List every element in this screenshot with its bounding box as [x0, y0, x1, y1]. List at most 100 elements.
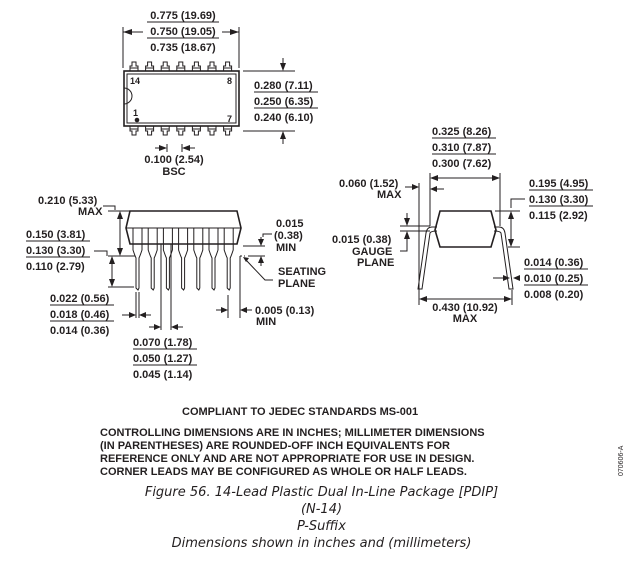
- pin-label-7: 7: [227, 114, 232, 124]
- top-width-max: 0.280 (7.11): [254, 80, 313, 92]
- arrow-head: [154, 324, 161, 330]
- arrow-head: [492, 175, 500, 181]
- note-line-3: REFERENCE ONLY AND ARE NOT APPROPRIATE F…: [100, 453, 475, 465]
- arrow-head: [230, 29, 239, 35]
- lead-width-max: 0.022 (0.56): [50, 293, 110, 305]
- lead-thickness-min: 0.008 (0.20): [524, 289, 584, 301]
- arrow-head: [243, 257, 249, 262]
- side-lead: [132, 228, 143, 291]
- pin-label-14: 14: [130, 76, 140, 86]
- plane-label: PLANE: [278, 278, 315, 290]
- top-pin-upper: [207, 61, 217, 71]
- end-lead-left: [417, 226, 438, 290]
- gauge-plane-label: PLANE: [357, 257, 394, 269]
- standoff-min: MIN: [276, 242, 296, 254]
- top-width-nom: 0.250 (6.35): [254, 96, 314, 108]
- top-pin-lower: [176, 126, 186, 136]
- arrow-head: [513, 275, 520, 281]
- row-spacing-max: 0.325 (8.26): [432, 126, 492, 138]
- top-pin-lower: [160, 126, 170, 136]
- top-pin-upper: [191, 61, 201, 71]
- lead-length-min: 0.110 (2.79): [26, 261, 85, 273]
- top-pin-lower: [191, 126, 201, 136]
- gauge-value: 0.015 (0.38): [332, 234, 392, 246]
- top-pin-upper: [176, 61, 186, 71]
- top-pin-upper: [145, 61, 155, 71]
- lead-width-min: 0.014 (0.36): [50, 325, 110, 337]
- drawing-code: 070606-A: [618, 445, 625, 476]
- end-view: 0.325 (8.26) 0.310 (7.87) 0.300 (7.62) 0…: [332, 126, 593, 325]
- shoulder-width-max: 0.070 (1.78): [133, 337, 193, 349]
- leader-line: [94, 250, 108, 256]
- side-lead: [178, 228, 189, 291]
- pin-label-8: 8: [227, 76, 232, 86]
- arrow-head: [404, 218, 410, 226]
- top-pins-upper: [129, 61, 233, 71]
- top-pin-upper: [129, 61, 139, 71]
- arrow-head: [280, 131, 286, 139]
- note-line-4: CORNER LEADS MAY BE CONFIGURED AS WHOLE …: [100, 466, 467, 478]
- body-height-nom: 0.130 (3.30): [529, 194, 589, 206]
- arrow-head: [109, 256, 115, 264]
- body-height-min: 0.115 (2.92): [529, 210, 588, 222]
- standoff-value: 0.015: [276, 218, 304, 230]
- side-lead: [193, 228, 204, 291]
- arrow-head: [221, 307, 228, 313]
- figure-caption-title: Figure 56. 14-Lead Plastic Dual In-Line …: [144, 485, 499, 500]
- lead-length-max: 0.150 (3.81): [26, 229, 86, 241]
- top-body-outline: [123, 70, 240, 127]
- figure-caption-code: (N-14): [300, 502, 343, 517]
- top-pin-upper: [223, 61, 233, 71]
- top-pin-lower: [129, 126, 139, 136]
- pitch-bsc: BSC: [162, 166, 185, 178]
- note-line-1: CONTROLLING DIMENSIONS ARE IN INCHES; MI…: [100, 427, 485, 439]
- top-length-nom: 0.750 (19.05): [150, 26, 216, 38]
- end-body: [434, 210, 497, 248]
- arrow-head: [109, 279, 115, 287]
- leader-line: [245, 259, 273, 281]
- arrow-head: [504, 296, 512, 302]
- arrow-head: [508, 211, 514, 219]
- arrow-head: [430, 175, 438, 181]
- arrow-head: [117, 211, 123, 219]
- leader-line: [510, 198, 525, 208]
- top-length-max: 0.775 (19.69): [150, 10, 216, 22]
- end-lead-right: [493, 226, 514, 290]
- top-pin-lower: [207, 126, 217, 136]
- note-line-2: (IN PARENTHESES) ARE ROUNDED-OFF INCH EQ…: [100, 440, 450, 452]
- lead-thickness-nom: 0.010 (0.25): [524, 273, 584, 285]
- shoulder-width-nom: 0.050 (1.27): [133, 353, 193, 365]
- side-height-value: 0.210 (5.33): [38, 195, 98, 207]
- standoff-mm: (0.38): [274, 230, 303, 242]
- end-clearance-min: MIN: [256, 316, 276, 328]
- top-pin-lower: [145, 126, 155, 136]
- side-leads: [132, 228, 234, 291]
- end-clearance-value: 0.005 (0.13): [255, 305, 315, 317]
- body-height-max: 0.195 (4.95): [529, 178, 589, 190]
- top-body-inner: [126, 73, 237, 124]
- gauge-label: GAUGE: [352, 246, 392, 258]
- top-length-min: 0.735 (18.67): [150, 42, 216, 54]
- arrow-head: [280, 63, 286, 71]
- side-height-max: MAX: [78, 206, 103, 218]
- pin1-dot-icon: [134, 117, 140, 123]
- figure-caption-units: Dimensions shown in inches and (millimet…: [171, 536, 472, 551]
- side-lead: [208, 228, 219, 291]
- arrow-head: [412, 184, 419, 190]
- arrow-head: [508, 239, 514, 247]
- top-view: 0.775 (19.69) 0.750 (19.05) 0.735 (18.67…: [122, 10, 318, 178]
- arrow-head: [503, 275, 510, 281]
- lead-thickness-max: 0.014 (0.36): [524, 257, 584, 269]
- top-pins-lower: [129, 126, 233, 136]
- leader-line: [262, 233, 272, 237]
- side-lead: [147, 228, 158, 291]
- arrow-head: [404, 231, 410, 239]
- side-view: 0.210 (5.33) MAX 0.150 (3.81) 0.130 (3.3…: [26, 195, 326, 381]
- lead-offset-value: 0.060 (1.52): [339, 178, 399, 190]
- top-pin-lower: [223, 126, 233, 136]
- compliance-note: COMPLIANT TO JEDEC STANDARDS MS-001: [182, 406, 419, 418]
- overall-width-max: MAX: [453, 313, 478, 325]
- leader-line: [103, 205, 116, 210]
- arrow-head: [419, 296, 427, 302]
